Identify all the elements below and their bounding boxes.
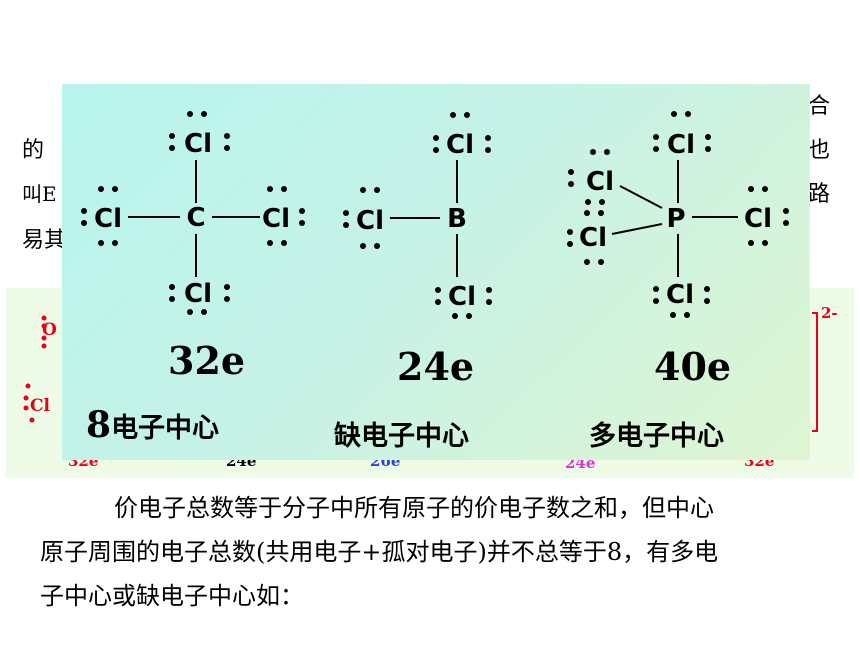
ccl4-category-label: 8电子中心 — [86, 404, 219, 446]
ccl4-lone-pairs — [81, 111, 305, 315]
ccl4-ligand-right: Cl — [262, 204, 290, 234]
pcl5-structure: P Cl Cl Cl Cl Cl — [567, 111, 789, 318]
bcl3-electron-count: 24e — [397, 344, 475, 389]
bcl3-category-label: 缺电子中心 — [334, 421, 469, 452]
pcl5-ligand-bottom: Cl — [666, 280, 694, 310]
pcl5-bond-upper-left — [619, 185, 663, 209]
pcl5-category-label: 多电子中心 — [589, 421, 724, 452]
pcl5-ligand-upper-left: Cl — [586, 167, 614, 197]
bg-text-line2-right: 路 — [808, 182, 831, 207]
ccl4-category-text: 电子中心 — [111, 413, 220, 444]
bcl3-ligand-left: Cl — [356, 206, 384, 236]
bcl3-ligand-top: Cl — [446, 130, 474, 160]
pcl5-central-atom: P — [666, 204, 685, 234]
ccl4-ligand-top: Cl — [184, 129, 212, 159]
ccl4-ligand-bottom: Cl — [184, 279, 212, 309]
bcl3-ligand-bottom: Cl — [448, 282, 476, 312]
paragraph-line-2: 原子周围的电子总数(共用电子+孤对电子)并不总等于8，有多电 — [40, 538, 719, 566]
ccl4-electron-count: 32e — [168, 338, 246, 383]
ccl4-structure: C Cl Cl Cl Cl — [81, 111, 305, 315]
strip-dots — [23, 315, 47, 423]
bg-text-line3-left: 易其 — [22, 228, 67, 253]
pcl5-ligand-top: Cl — [667, 130, 695, 160]
paragraph-line-3: 子中心或缺电子中心如： — [40, 582, 304, 610]
bg-text-line2-left: 叫E — [22, 182, 57, 206]
explanation-paragraph: 价电子总数等于分子中所有原子的价电子数之和，但中心 原子周围的电子总数(共用电子… — [40, 486, 855, 618]
bcl3-central-atom: B — [447, 204, 467, 234]
pcl5-ligand-lower-left: Cl — [579, 223, 607, 253]
bg-text-top-right: 合 — [808, 94, 831, 119]
strip-charge-label: 2- — [821, 304, 838, 322]
pcl5-bond-lower-left — [611, 223, 663, 235]
bcl3-structure: B Cl Cl Cl — [343, 112, 492, 319]
bcl3-lone-pairs — [343, 112, 492, 319]
ccl4-category-number: 8 — [86, 404, 112, 446]
bg-text-line1-left: 的 — [22, 138, 45, 163]
strip-chlorine-label: Cl — [30, 396, 50, 416]
strip-bracket — [812, 312, 818, 432]
pcl5-ligand-right: Cl — [744, 204, 772, 234]
ccl4-central-atom: C — [186, 203, 205, 233]
pcl5-electron-count: 40e — [654, 344, 732, 389]
paragraph-line-1: 价电子总数等于分子中所有原子的价电子数之和，但中心 — [114, 494, 714, 522]
ccl4-ligand-left: Cl — [94, 204, 122, 234]
bg-text-line1-right: 也 — [808, 138, 831, 163]
lewis-structures-panel — [62, 84, 810, 460]
pcl5-lone-pairs — [567, 111, 789, 318]
